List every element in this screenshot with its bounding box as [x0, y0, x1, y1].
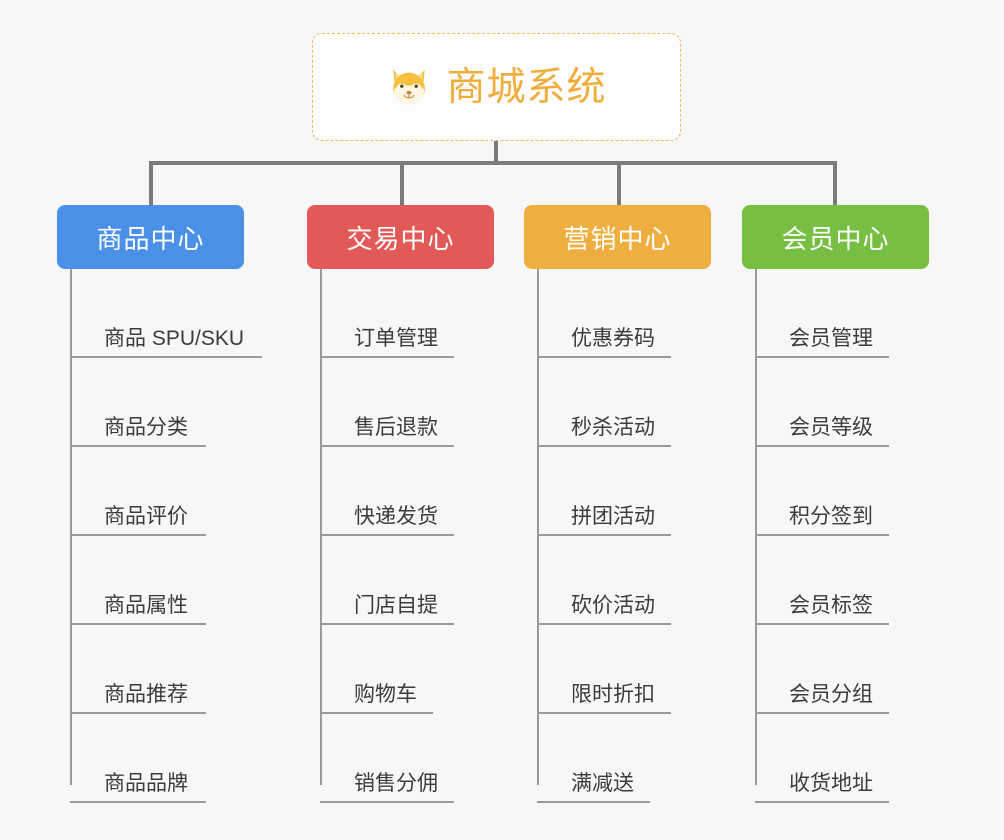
list-item[interactable]: 秒杀活动 — [537, 358, 711, 447]
branch-marketing-center: 营销中心 优惠券码 秒杀活动 拼团活动 砍价活动 限时折扣 满减送 — [524, 205, 711, 803]
leaf-label: 砍价活动 — [537, 594, 671, 625]
list-item[interactable]: 优惠券码 — [537, 269, 711, 358]
leaf-label: 收货地址 — [755, 772, 889, 803]
leaf-label: 购物车 — [320, 683, 433, 714]
leaf-label: 销售分佣 — [320, 772, 454, 803]
list-item[interactable]: 商品分类 — [70, 358, 262, 447]
connector-drop-2 — [400, 161, 404, 205]
leaf-label: 订单管理 — [320, 327, 454, 358]
list-item[interactable]: 会员分组 — [755, 625, 929, 714]
list-item[interactable]: 售后退款 — [320, 358, 494, 447]
branch-header-3[interactable]: 营销中心 — [524, 205, 711, 269]
branch-spine-1 — [70, 269, 72, 785]
branch-header-4[interactable]: 会员中心 — [742, 205, 929, 269]
leaf-label: 售后退款 — [320, 416, 454, 447]
branch-product-center: 商品中心 商品 SPU/SKU 商品分类 商品评价 商品属性 商品推荐 商品品牌 — [57, 205, 263, 803]
list-item[interactable]: 限时折扣 — [537, 625, 711, 714]
leaf-label: 积分签到 — [755, 505, 889, 536]
list-item[interactable]: 快递发货 — [320, 447, 494, 536]
list-item[interactable]: 订单管理 — [320, 269, 494, 358]
leaf-label: 商品分类 — [70, 416, 206, 447]
leaf-label: 会员标签 — [755, 594, 889, 625]
connector-drop-3 — [617, 161, 621, 205]
list-item[interactable]: 商品属性 — [70, 536, 262, 625]
root-title: 商城系统 — [446, 65, 607, 109]
branch-header-2[interactable]: 交易中心 — [307, 205, 494, 269]
leaf-label: 商品 SPU/SKU — [70, 327, 263, 358]
list-item[interactable]: 砍价活动 — [537, 536, 711, 625]
list-item[interactable]: 商品品牌 — [70, 714, 262, 803]
connector-drop-1 — [149, 161, 153, 205]
branch-spine-4 — [755, 269, 757, 785]
root-node[interactable]: 商城系统 — [312, 33, 681, 141]
connector-root-stem — [494, 141, 498, 163]
shiba-dog-icon — [386, 64, 432, 110]
list-item[interactable]: 会员标签 — [755, 536, 929, 625]
branch-items-1: 商品 SPU/SKU 商品分类 商品评价 商品属性 商品推荐 商品品牌 — [70, 269, 263, 803]
list-item[interactable]: 积分签到 — [755, 447, 929, 536]
branch-items-4: 会员管理 会员等级 积分签到 会员标签 会员分组 收货地址 — [755, 269, 929, 803]
list-item[interactable]: 商品 SPU/SKU — [70, 269, 263, 358]
list-item[interactable]: 商品评价 — [70, 447, 262, 536]
leaf-label: 会员管理 — [755, 327, 889, 358]
leaf-label: 秒杀活动 — [537, 416, 671, 447]
list-item[interactable]: 商品推荐 — [70, 625, 262, 714]
branch-spine-2 — [320, 269, 322, 785]
leaf-label: 会员分组 — [755, 683, 889, 714]
leaf-label: 门店自提 — [320, 594, 454, 625]
leaf-label: 优惠券码 — [537, 327, 671, 358]
branch-items-2: 订单管理 售后退款 快递发货 门店自提 购物车 销售分佣 — [320, 269, 494, 803]
list-item[interactable]: 购物车 — [320, 625, 494, 714]
branch-items-3: 优惠券码 秒杀活动 拼团活动 砍价活动 限时折扣 满减送 — [537, 269, 711, 803]
branch-header-1[interactable]: 商品中心 — [57, 205, 244, 269]
leaf-label: 满减送 — [537, 772, 650, 803]
list-item[interactable]: 会员等级 — [755, 358, 929, 447]
leaf-label: 拼团活动 — [537, 505, 671, 536]
branch-spine-3 — [537, 269, 539, 785]
connector-horizontal-bus — [149, 161, 837, 165]
leaf-label: 商品评价 — [70, 505, 206, 536]
leaf-label: 快递发货 — [320, 505, 454, 536]
list-item[interactable]: 拼团活动 — [537, 447, 711, 536]
leaf-label: 会员等级 — [755, 416, 889, 447]
list-item[interactable]: 门店自提 — [320, 536, 494, 625]
leaf-label: 商品推荐 — [70, 683, 206, 714]
list-item[interactable]: 会员管理 — [755, 269, 929, 358]
leaf-label: 限时折扣 — [537, 683, 671, 714]
connector-drop-4 — [833, 161, 837, 205]
branch-trade-center: 交易中心 订单管理 售后退款 快递发货 门店自提 购物车 销售分佣 — [307, 205, 494, 803]
list-item[interactable]: 销售分佣 — [320, 714, 494, 803]
list-item[interactable]: 收货地址 — [755, 714, 929, 803]
list-item[interactable]: 满减送 — [537, 714, 711, 803]
leaf-label: 商品品牌 — [70, 772, 206, 803]
leaf-label: 商品属性 — [70, 594, 206, 625]
branch-member-center: 会员中心 会员管理 会员等级 积分签到 会员标签 会员分组 收货地址 — [742, 205, 929, 803]
